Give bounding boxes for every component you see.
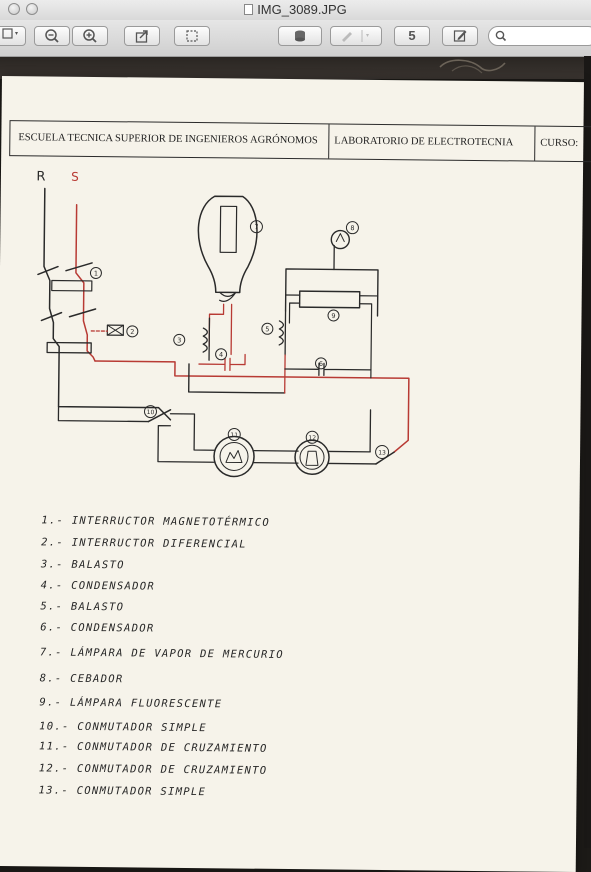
commutator-11-inner — [220, 442, 248, 470]
differential-switch-body — [47, 342, 91, 352]
number-4: 4 — [219, 351, 223, 359]
number-1: 1 — [94, 269, 98, 277]
fluorescent-tube-9 — [300, 291, 360, 308]
legend-item: 4.- CONDENSADOR — [41, 579, 155, 592]
phase-r-label: R — [36, 169, 45, 184]
info-icon — [292, 28, 308, 44]
legend-item: 13.- CONMUTADOR SIMPLE — [38, 784, 206, 798]
number-8: 8 — [350, 224, 354, 232]
number-10: 10 — [147, 409, 155, 416]
photo-edge — [584, 56, 591, 848]
info-button[interactable] — [278, 26, 322, 46]
number-12: 12 — [308, 435, 316, 442]
zoom-in-icon — [82, 28, 98, 44]
traveller-wires-2 — [254, 451, 298, 463]
edit-button[interactable] — [442, 26, 478, 46]
commutator-12-mech — [306, 451, 318, 465]
mercury-lamp-wires — [209, 304, 232, 354]
number-3: 3 — [177, 336, 181, 344]
differential-coil-cross — [107, 325, 123, 335]
starter-bimetal — [336, 234, 344, 242]
zoom-in-button[interactable] — [72, 26, 108, 46]
mercury-lamp-tube — [220, 206, 236, 252]
document-icon — [244, 4, 253, 15]
capacitor-6 — [285, 363, 371, 376]
markup-pen-icon — [336, 28, 376, 44]
ballast-5-coil — [279, 311, 285, 355]
zoom-out-icon — [44, 28, 60, 44]
number-9: 9 — [331, 312, 335, 320]
share-button[interactable] — [124, 26, 160, 46]
share-icon — [134, 28, 150, 44]
lamp-return-wire — [189, 364, 285, 393]
legend-item: 3.- BALASTO — [41, 558, 125, 571]
rectangular-selection-button[interactable] — [174, 26, 210, 46]
search-icon — [495, 30, 507, 42]
sidebar-icon — [0, 27, 21, 41]
zoom-out-button[interactable] — [34, 26, 70, 46]
legend-item: 6.- CONDENSADOR — [40, 621, 154, 634]
paper-sheet: ESCUELA TECNICA SUPERIOR DE INGENIEROS A… — [0, 76, 584, 872]
number-13: 13 — [378, 449, 386, 456]
number-7: 7 — [254, 223, 258, 231]
search-field[interactable] — [488, 26, 591, 46]
legend-item: 8.- CEBADOR — [40, 672, 124, 685]
component-number-markers — [89, 219, 391, 459]
legend-item: 7.- LÁMPARA DE VAPOR DE MERCURIO — [40, 646, 284, 661]
traveller-wires-1 — [158, 414, 214, 463]
sidebar-toggle-button[interactable] — [0, 26, 26, 46]
window-title: IMG_3089.JPG — [257, 2, 347, 17]
photo-texture — [0, 57, 591, 79]
mercury-lamp-bulb — [198, 196, 258, 293]
legend-item: 5.- BALASTO — [40, 600, 124, 613]
legend-item: 1.- INTERRUCTOR MAGNETOTÉRMICO — [41, 514, 270, 528]
edit-icon — [452, 28, 468, 44]
number-11: 11 — [230, 432, 238, 439]
rotate-icon: 5 — [408, 28, 415, 43]
legend-item: 11.- CONMUTADOR DE CRUZAMIENTO — [39, 740, 268, 754]
window-title-area: IMG_3089.JPG — [0, 2, 591, 17]
photo-background — [0, 57, 591, 79]
phase-s-main-run — [94, 361, 409, 452]
number-6: 6 — [319, 360, 323, 368]
toolbar: 5 — [0, 20, 591, 57]
markup-pen-button[interactable] — [330, 26, 382, 46]
switch-feed — [58, 407, 148, 422]
legend-item: 12.- CONMUTADOR DE CRUZAMIENTO — [39, 762, 268, 776]
legend-item: 9.- LÁMPARA FLUORESCENTE — [39, 696, 222, 710]
phase-s-wire — [75, 205, 97, 361]
legend-item: 10.- CONMUTADOR SIMPLE — [39, 720, 207, 734]
ballast-3-coil — [203, 318, 209, 360]
mercury-lamp-base — [220, 292, 236, 301]
number-2: 2 — [130, 328, 134, 336]
breaker-1-body — [52, 281, 92, 291]
traveller-wires-3 — [329, 451, 376, 463]
rotate-button[interactable]: 5 — [394, 26, 430, 46]
wiring-diagram: R S 1 2 3 4 5 6 7 8 9 10 11 12 13 — [0, 76, 584, 522]
number-5: 5 — [265, 325, 269, 333]
window-titlebar: IMG_3089.JPG — [0, 0, 591, 21]
phase-r-wire — [42, 188, 172, 419]
legend-item: 2.- INTERRUCTOR DIFERENCIAL — [41, 536, 247, 550]
commutator-11-mech — [226, 450, 242, 462]
select-icon — [184, 28, 200, 44]
phase-s-label: S — [71, 170, 79, 184]
